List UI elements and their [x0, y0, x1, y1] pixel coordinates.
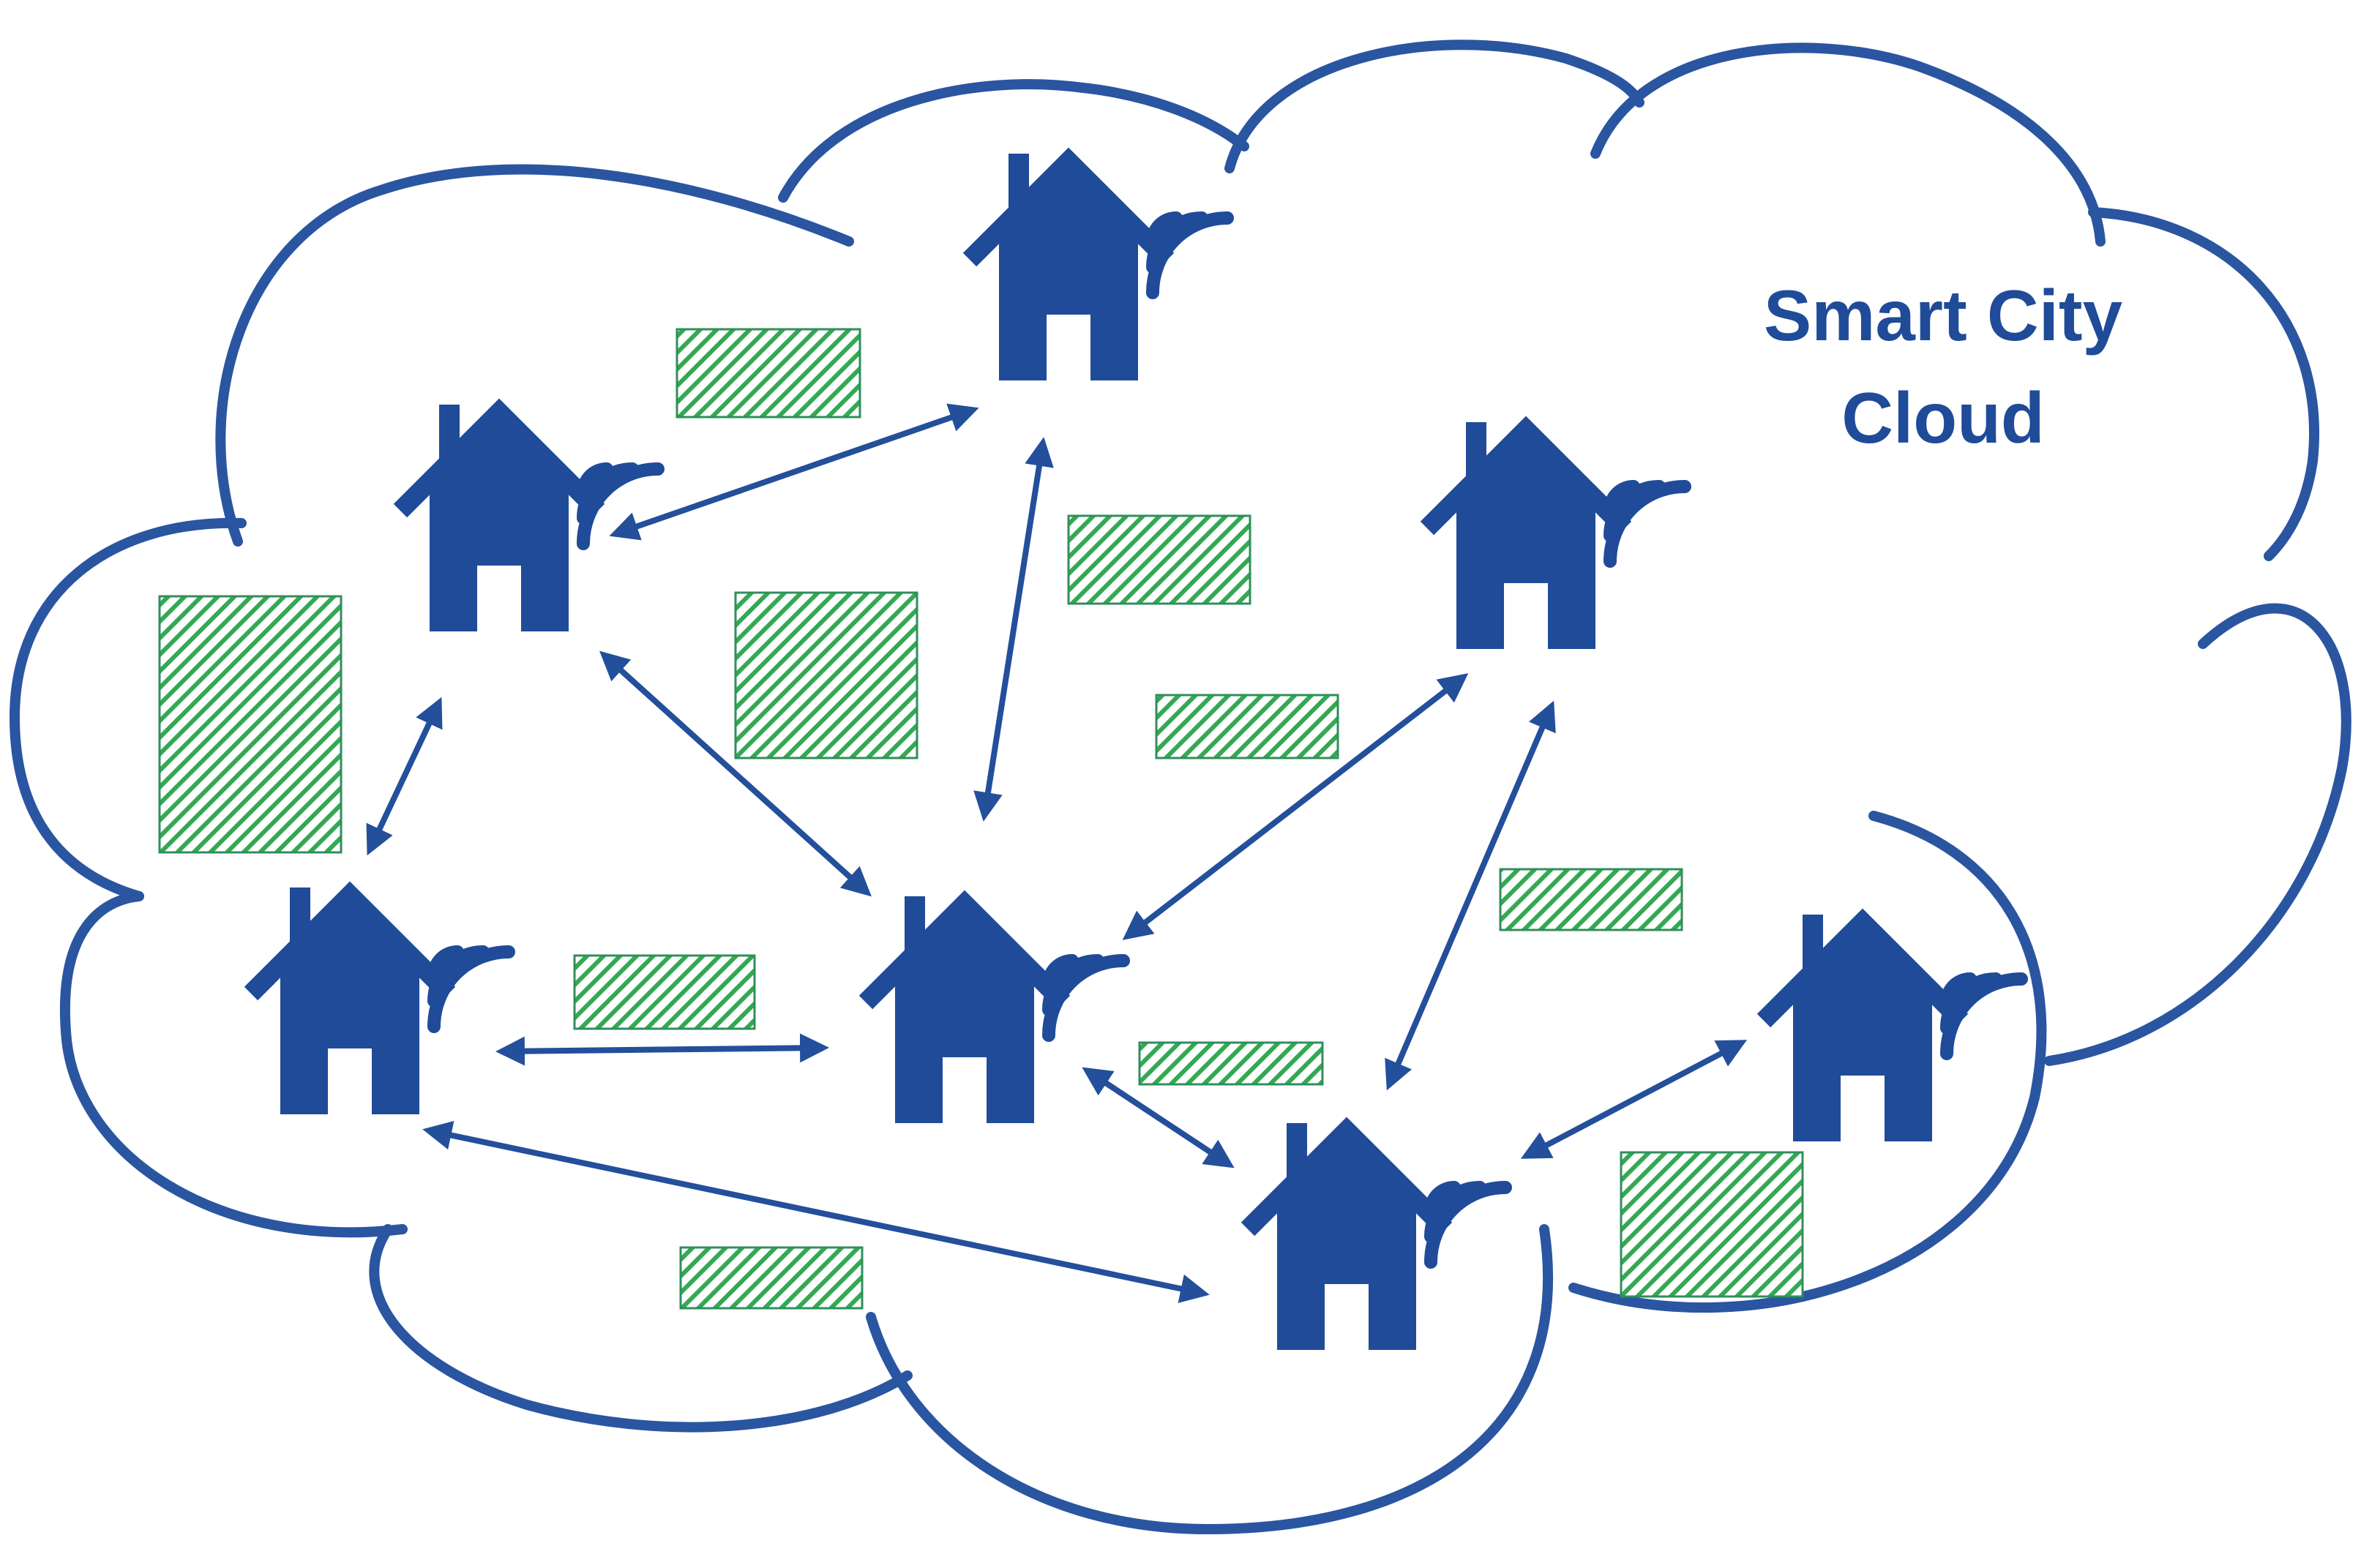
hatched-patch — [1067, 514, 1251, 605]
wifi-house-icon — [1248, 1123, 1505, 1350]
hatched-patch — [573, 954, 756, 1030]
edge-lower-left-bottom — [422, 1121, 1210, 1303]
wifi-house-icon — [400, 405, 658, 631]
cloud-outline — [10, 40, 2351, 1534]
edge-bottom-lower-right — [1520, 1040, 1748, 1159]
hatched-patch — [679, 1246, 864, 1310]
hatched-patch — [158, 595, 343, 854]
cloud-title-line-2: Cloud — [1841, 378, 2045, 458]
edge-upper-left-top — [609, 403, 979, 541]
hatched-patch — [1499, 868, 1683, 931]
edge-lower-left-center — [495, 1033, 829, 1066]
cloud-title-line-1: Smart City — [1764, 275, 2122, 356]
edge-top-center — [973, 437, 1054, 822]
edge-right-bottom — [1385, 700, 1556, 1091]
connection-arrows — [366, 403, 1748, 1303]
edge-upper-left-center — [599, 650, 872, 897]
hatched-patch — [1155, 694, 1339, 759]
wifi-house-icon — [866, 896, 1123, 1123]
wifi-house-icon — [970, 154, 1227, 380]
wifi-house-icon — [1427, 422, 1685, 649]
hatched-patch — [676, 328, 861, 419]
wifi-house-icon — [1764, 915, 2021, 1141]
wifi-house-icon — [251, 888, 509, 1114]
hatched-patch — [1620, 1151, 1804, 1298]
hatched-patch — [734, 591, 918, 759]
edge-upper-left-lower-left — [366, 697, 443, 856]
hatched-patch — [1138, 1041, 1324, 1086]
